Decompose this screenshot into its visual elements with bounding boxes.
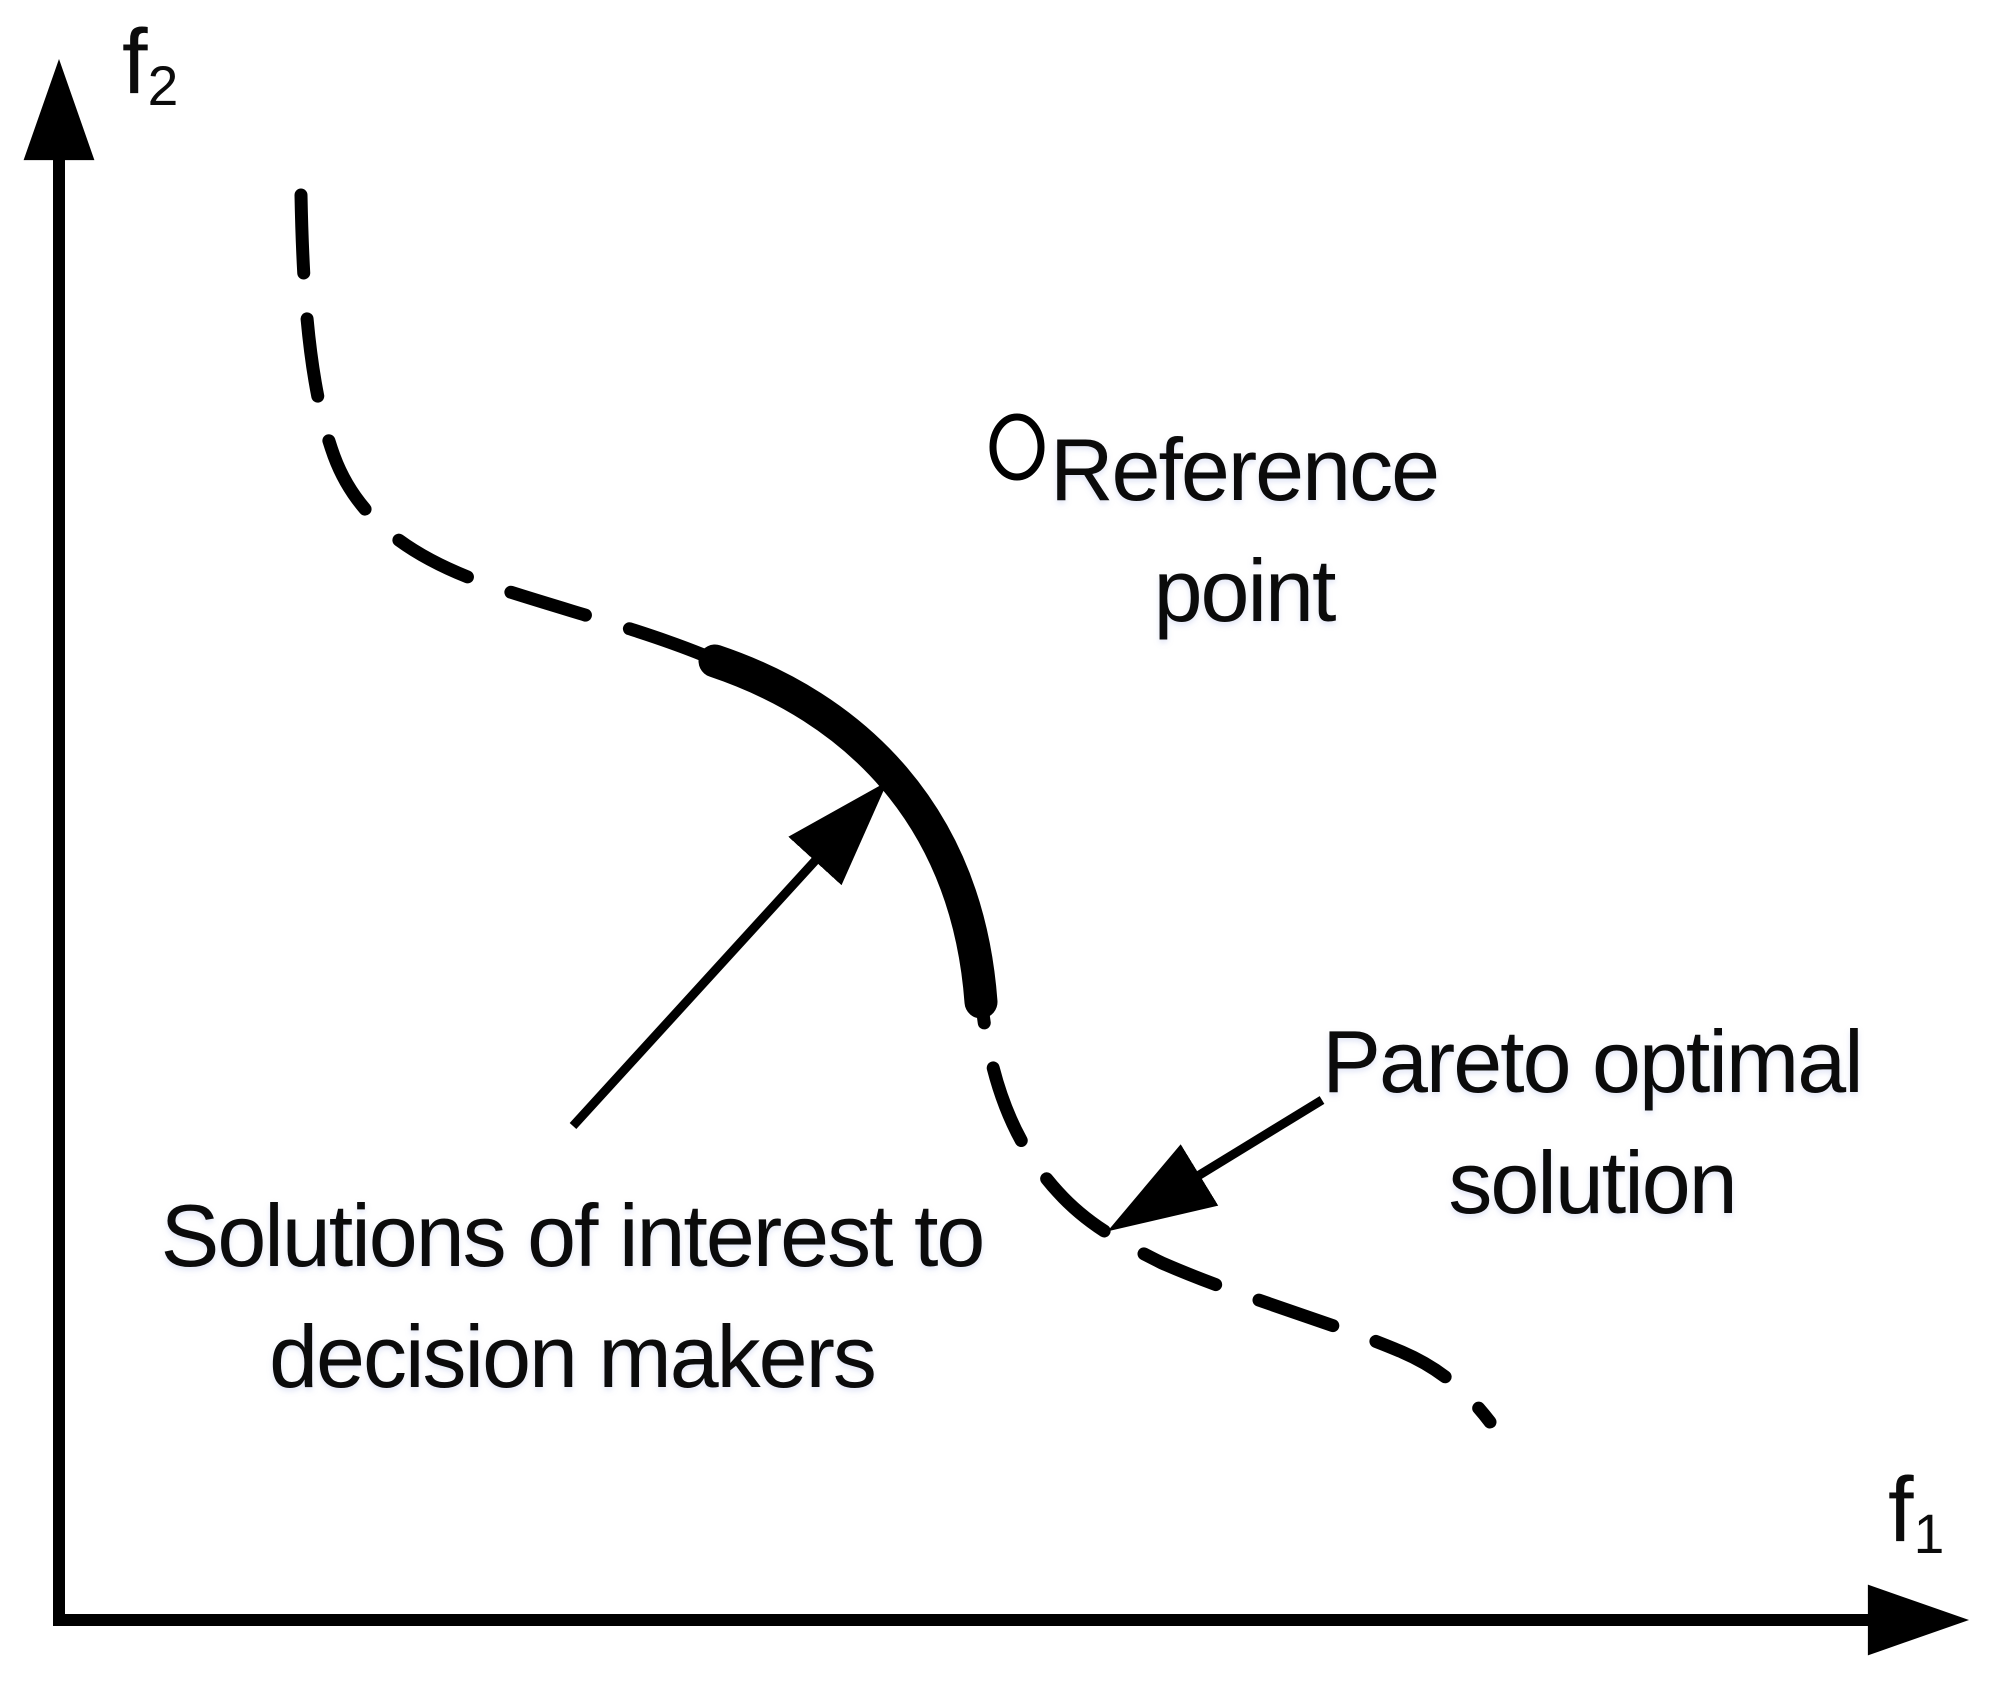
y-axis-label: f2	[122, 16, 178, 114]
solutions-arrow	[569, 781, 888, 1130]
x-axis-label-subscript: 1	[1913, 1503, 1945, 1566]
pareto-solution-label-line2: solution	[1448, 1132, 1737, 1232]
solutions-highlight-segment	[698, 644, 998, 1019]
y-axis-label-letter: f	[122, 11, 148, 113]
solutions-of-interest-label: Solutions of interest to decision makers	[160, 1176, 986, 1417]
reference-point-circle-icon	[989, 413, 1045, 481]
solutions-of-interest-label-line1: Solutions of interest to	[160, 1186, 986, 1285]
x-axis-label-letter: f	[1888, 1459, 1914, 1561]
y-axis-label-subscript: 2	[147, 55, 179, 118]
reference-point-label-line1: Reference	[1049, 420, 1440, 519]
reference-point-label: Reference point	[1049, 410, 1440, 651]
pareto-solution-arrow	[1107, 1096, 1325, 1232]
reference-point-label-line2: point	[1153, 540, 1337, 640]
x-axis-label: f1	[1888, 1464, 1944, 1562]
solutions-of-interest-label-line2: decision makers	[269, 1306, 877, 1406]
pareto-solution-label-line1: Pareto optimal	[1322, 1012, 1863, 1111]
pareto-solution-label: Pareto optimal solution	[1322, 1002, 1863, 1243]
